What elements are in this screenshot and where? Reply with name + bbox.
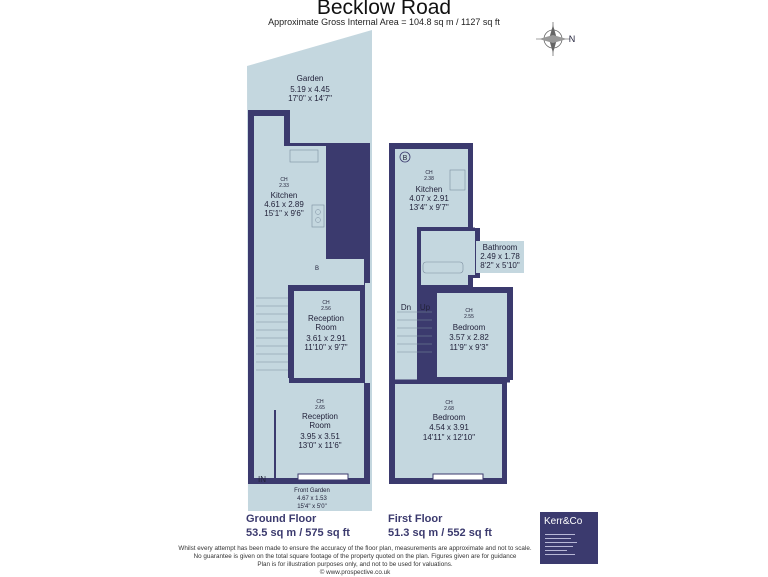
ff-bedroom1-ch: CH — [465, 308, 473, 314]
ff-bathroom-label-box — [476, 241, 524, 273]
gf-reception1-ch: CH — [322, 300, 330, 306]
gf-reception2-ch: CH — [316, 399, 324, 405]
gf-kitchen-height: 2.33 — [279, 183, 289, 189]
ff-bathroom — [421, 231, 475, 275]
gf-stairs — [256, 297, 288, 371]
first-floor-area: 51.3 sq m / 552 sq ft — [388, 527, 492, 539]
ff-kitchen-height: 2.38 — [424, 176, 434, 182]
ff-kitchen-imperial: 13'4" x 9'7" — [409, 203, 449, 212]
gf-reception2-height: 2.65 — [315, 405, 325, 411]
ff-bathroom-name: Bathroom — [483, 243, 518, 252]
ff-stairs-up: Up — [420, 303, 431, 312]
gf-front-garden-imperial: 15'4" x 5'0" — [297, 504, 327, 510]
ff-bedroom2-metric: 4.54 x 3.91 — [429, 423, 469, 432]
gf-reception1-metric: 3.61 x 2.91 — [306, 334, 346, 343]
ff-boiler-label: B — [403, 155, 408, 162]
ff-bedroom-2 — [395, 384, 502, 478]
gf-kitchen-name: Kitchen — [271, 191, 298, 200]
gross-area-subtitle: Approximate Gross Internal Area = 104.8 … — [268, 17, 500, 27]
gf-reception1-name-1: Reception — [308, 314, 344, 323]
gf-garden-metric: 5.19 x 4.45 — [290, 85, 330, 94]
ff-bedroom1-name: Bedroom — [453, 323, 486, 332]
ff-bedroom1-imperial: 11'9" x 9'3" — [450, 343, 489, 352]
disclaimer: Whilst every attempt has been made to en… — [165, 545, 545, 577]
gf-kitchen-ch: CH — [280, 177, 288, 183]
gf-front-garden-metric: 4.67 x 1.53 — [297, 496, 327, 502]
gf-reception2-name-1: Reception — [302, 412, 338, 421]
ff-bathroom-metric: 2.49 x 1.78 — [480, 252, 520, 261]
gf-entrance-label: IN — [258, 475, 266, 484]
agent-logo: Kerr&Co — [540, 512, 598, 564]
gf-boiler-label: B — [315, 266, 319, 272]
ff-bedroom-1 — [437, 293, 507, 377]
gf-reception2-imperial: 13'0" x 11'6" — [298, 441, 341, 450]
ff-kitchen — [395, 149, 468, 227]
ff-stairs — [397, 311, 432, 353]
gf-reception2-metric: 3.95 x 3.51 — [300, 432, 340, 441]
gf-reception-room-2 — [294, 383, 364, 478]
gf-kitchen — [254, 146, 327, 259]
gf-kitchen-imperial: 15'1" x 9'6" — [264, 209, 304, 218]
ff-bedroom2-name: Bedroom — [433, 413, 466, 422]
ff-bedroom2-ch: CH — [445, 400, 453, 406]
gf-garden-imperial: 17'0" x 14'7" — [288, 94, 332, 103]
ff-kitchen-ch: CH — [425, 170, 433, 176]
gf-reception1-name-2: Room — [315, 323, 337, 332]
ff-bedroom1-metric: 3.57 x 2.82 — [449, 333, 489, 342]
ff-bathroom-imperial: 8'2" x 5'10" — [480, 261, 520, 270]
gf-reception1-height: 2.56 — [321, 306, 331, 312]
disclaimer-line-4: © www.prospective.co.uk — [319, 569, 391, 576]
gf-reception-room-1 — [294, 291, 360, 378]
ff-bedroom2-height: 2.68 — [444, 406, 454, 412]
gf-front-garden — [248, 484, 372, 511]
ff-landing — [395, 227, 417, 382]
gf-reception1-imperial: 11'10" x 9'7" — [304, 343, 347, 352]
ff-kitchen-name: Kitchen — [416, 185, 443, 194]
ff-kitchen-metric: 4.07 x 2.91 — [409, 194, 449, 203]
ground-floor-heading: Ground Floor — [246, 513, 317, 525]
compass-icon: N — [536, 22, 575, 56]
ff-bedroom1-height: 2.55 — [464, 314, 474, 320]
ground-floor-area: 53.5 sq m / 575 sq ft — [246, 527, 350, 539]
ff-bedroom2-imperial: 14'11" x 12'10" — [423, 433, 475, 442]
disclaimer-line-2: No guarantee is given on the total squar… — [193, 553, 517, 560]
disclaimer-line-3: Plan is for illustration purposes only, … — [257, 561, 453, 568]
ff-stairs-down: Dn — [401, 303, 411, 312]
gf-reception2-name-2: Room — [309, 421, 331, 430]
compass-north-label: N — [569, 34, 576, 44]
gf-garden-name: Garden — [297, 74, 324, 83]
gf-front-garden-name: Front Garden — [294, 488, 330, 494]
agent-logo-name: Kerr&Co — [544, 516, 583, 527]
page-title: Becklow Road — [316, 0, 452, 19]
gf-kitchen-metric: 4.61 x 2.89 — [264, 200, 304, 209]
disclaimer-line-1: Whilst every attempt has been made to en… — [178, 545, 532, 552]
first-floor-heading: First Floor — [388, 513, 443, 525]
